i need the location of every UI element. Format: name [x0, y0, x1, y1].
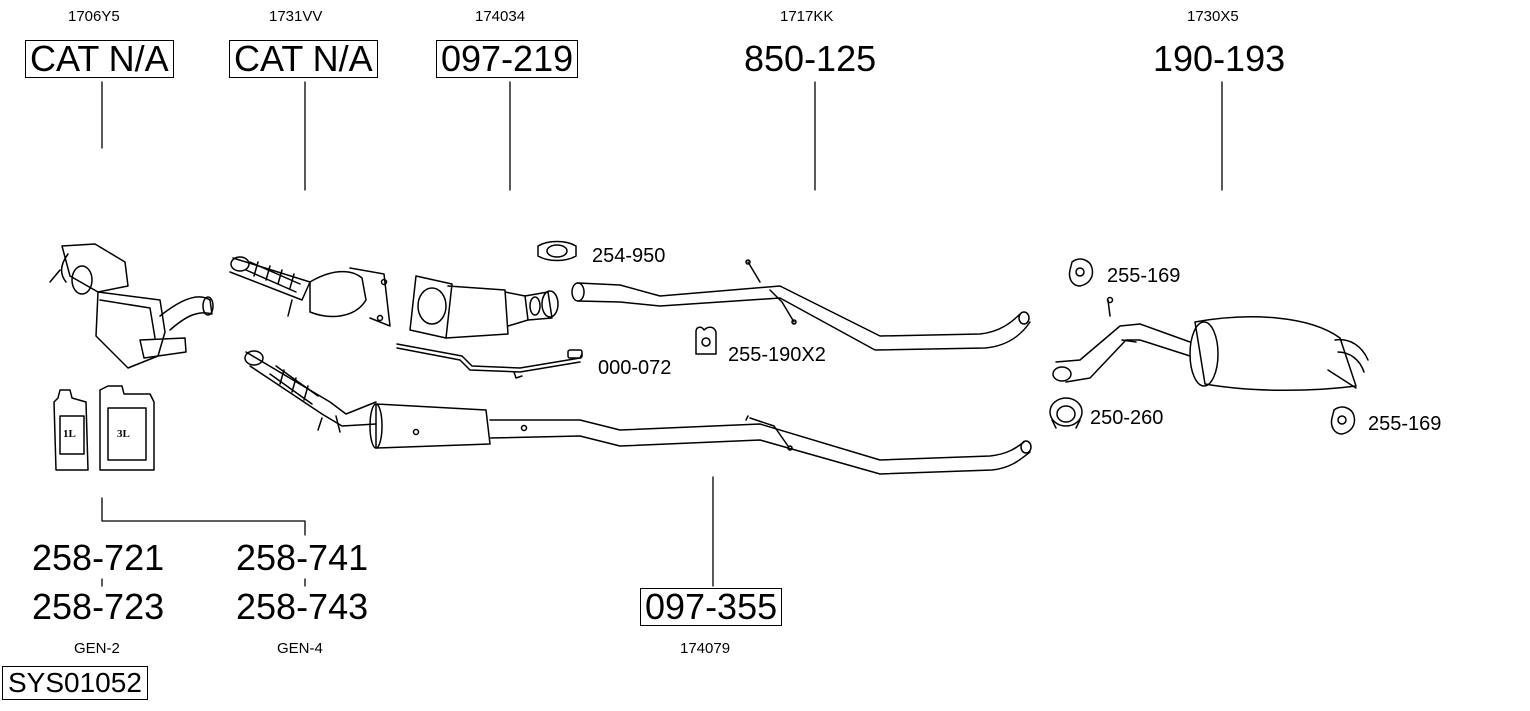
part-258-741[interactable]: 258-741: [236, 537, 369, 578]
part-258-743[interactable]: 258-743: [236, 586, 369, 627]
can-small-label: 1L: [63, 428, 76, 440]
ref-174079: 174079: [680, 640, 731, 657]
part-258-723[interactable]: 258-723: [32, 586, 165, 627]
part-cat-na-1[interactable]: CAT N/A: [25, 40, 174, 78]
system-id: SYS01052: [2, 666, 148, 701]
part-258-721[interactable]: 258-721: [32, 537, 165, 578]
part-097-355[interactable]: 097-355: [640, 588, 783, 626]
part-850-125[interactable]: 850-125: [744, 38, 877, 79]
label-254-950[interactable]: 254-950: [592, 245, 666, 267]
ref-1730X5: 1730X5: [1187, 8, 1239, 25]
gen-4-label: GEN-4: [277, 640, 323, 657]
label-250-260[interactable]: 250-260: [1090, 407, 1164, 429]
pipe-850-125: [571, 259, 1031, 351]
gen-2-label: GEN-2: [74, 640, 120, 657]
catalyst-097-219: [409, 275, 559, 339]
label-255-169-2[interactable]: 255-169: [1368, 413, 1442, 435]
label-255-169-1[interactable]: 255-169: [1107, 265, 1181, 287]
label-255-190x2[interactable]: 255-190X2: [728, 344, 826, 366]
catalyst-1706Y5: [49, 243, 214, 369]
downpipe-1731VV: [229, 256, 391, 327]
hanger-255-190-icon: [695, 326, 717, 355]
fluid-cans: [53, 385, 155, 471]
ref-1717KK: 1717KK: [780, 8, 834, 25]
ref-1731VV: 1731VV: [269, 8, 323, 25]
clamp-254-950-icon: [537, 240, 577, 262]
ref-174034: 174034: [475, 8, 526, 25]
part-cat-na-2[interactable]: CAT N/A: [229, 40, 378, 78]
clamp-250-260-icon: [1049, 397, 1083, 429]
part-190-193[interactable]: 190-193: [1153, 38, 1286, 79]
hardware-icons: [537, 240, 1356, 435]
leader-lines: [101, 81, 1223, 587]
label-000-072[interactable]: 000-072: [598, 357, 672, 379]
ref-1706Y5: 1706Y5: [68, 8, 120, 25]
rubber-255-169-icon-1: [1068, 258, 1094, 287]
part-097-219[interactable]: 097-219: [436, 40, 579, 78]
pipe-097-355: [244, 350, 1032, 475]
silencer-190-193: [1052, 296, 1369, 392]
can-large-label: 3L: [117, 428, 130, 440]
sensor-000-072: [396, 343, 583, 379]
rubber-255-169-icon-2: [1330, 406, 1356, 435]
